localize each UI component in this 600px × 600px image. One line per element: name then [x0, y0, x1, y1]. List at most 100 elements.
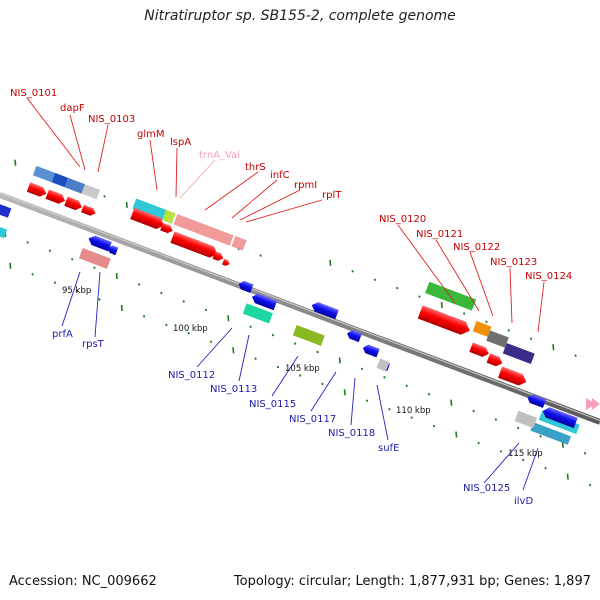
leader-lines — [26, 97, 545, 491]
tick-mark — [432, 424, 436, 428]
tick-mark — [76, 289, 79, 293]
gene-label-ilvd[interactable]: ilvD — [514, 496, 533, 507]
forward-genes — [26, 182, 600, 410]
tick-mark — [103, 195, 106, 198]
tick-mark — [405, 384, 408, 388]
gene-label-nis-0117[interactable]: NIS_0117 — [289, 414, 336, 425]
genome-backbone — [0, 192, 600, 425]
tick-mark — [396, 286, 399, 290]
gene-label-dapf[interactable]: dapF — [60, 103, 85, 114]
tick-mark — [294, 342, 297, 345]
tick-mark — [120, 304, 123, 312]
tick-mark — [271, 333, 275, 337]
tick-mark — [209, 340, 213, 343]
tick-mark — [254, 357, 257, 360]
tick-mark — [316, 350, 319, 354]
gene-label-prfa[interactable]: prfA — [52, 329, 73, 340]
gene-label-infc[interactable]: infC — [270, 170, 290, 181]
tick-mark — [48, 249, 52, 253]
tick-mark — [462, 312, 466, 315]
tick-mark — [472, 409, 475, 413]
tick-mark — [98, 298, 101, 301]
gene-label-sufe[interactable]: sufE — [378, 443, 399, 454]
tick-mark — [499, 450, 503, 453]
tick-mark — [137, 283, 141, 286]
tick-mark — [373, 278, 377, 281]
gene-label-nis-0123[interactable]: NIS_0123 — [490, 257, 537, 268]
tick-mark — [142, 315, 146, 318]
tick-mark — [187, 332, 190, 335]
tick-mark — [418, 295, 421, 298]
tick-mark — [588, 483, 592, 487]
tick-mark — [529, 337, 533, 341]
tick-mark — [351, 270, 354, 273]
gene-label-nis-0103[interactable]: NIS_0103 — [88, 114, 135, 125]
tick-mark — [360, 367, 364, 371]
tick-mark — [343, 389, 346, 396]
tick-mark — [338, 357, 341, 364]
gene-label-nis-0125[interactable]: NIS_0125 — [463, 483, 510, 494]
tick-mark — [517, 426, 520, 430]
tick-mark — [165, 323, 168, 327]
tick-mark — [321, 382, 324, 386]
gene-label-nis-0124[interactable]: NIS_0124 — [525, 271, 572, 282]
tick-mark — [31, 272, 34, 276]
gene-label-lspa[interactable]: lspA — [170, 137, 191, 148]
gene-label-rplt[interactable]: rplT — [322, 190, 342, 201]
tick-mark — [485, 320, 488, 324]
gene-label-nis-0118[interactable]: NIS_0118 — [328, 428, 375, 439]
scale-label-105: 105 kbp — [285, 364, 320, 374]
gene-label-nis-0120[interactable]: NIS_0120 — [379, 214, 426, 225]
top-gene-labels: NIS_0101 dapF NIS_0103 glmM lspA trnA_Va… — [10, 88, 572, 282]
gene-label-glmm[interactable]: glmM — [137, 129, 165, 140]
tick-mark — [455, 431, 458, 438]
tick-mark — [365, 399, 369, 403]
gene-label-nis-0113[interactable]: NIS_0113 — [210, 384, 257, 395]
gene-label-nis-0101[interactable]: NIS_0101 — [10, 88, 57, 99]
tick-mark — [522, 458, 525, 462]
tick-mark — [440, 301, 443, 309]
tick-mark — [544, 467, 547, 470]
gene-label-trna-val[interactable]: trnA_Val — [199, 150, 240, 161]
gene-label-rpst[interactable]: rpsT — [82, 339, 105, 350]
tick-mark — [566, 473, 569, 480]
gene-label-nis-0121[interactable]: NIS_0121 — [416, 229, 463, 240]
gene-label-nis-0122[interactable]: NIS_0122 — [453, 242, 500, 253]
gene-label-nis-0112[interactable]: NIS_0112 — [168, 370, 215, 381]
tick-mark — [427, 392, 431, 396]
tick-mark — [574, 354, 577, 357]
gene-label-rpmi[interactable]: rpmI — [294, 180, 317, 191]
scale-label-95: 95 kbp — [62, 286, 91, 296]
tick-mark — [182, 300, 185, 303]
tick-mark — [259, 254, 262, 257]
tick-mark — [115, 272, 118, 280]
tick-mark — [125, 201, 128, 208]
tick-mark — [14, 159, 17, 166]
tick-mark — [53, 281, 57, 284]
tick-mark — [539, 435, 542, 438]
tick-mark — [299, 374, 302, 377]
gene-label-nis-0115[interactable]: NIS_0115 — [249, 399, 296, 410]
tick-mark — [477, 441, 480, 445]
tick-mark — [383, 376, 386, 379]
tick-mark — [276, 365, 280, 369]
tick-mark — [232, 347, 235, 354]
tick-mark — [26, 241, 29, 244]
tick-mark — [71, 257, 74, 261]
scale-labels: 95 kbp 100 kbp 105 kbp 110 kbp 115 kbp — [62, 286, 543, 459]
tick-mark — [204, 308, 208, 312]
tick-mark — [249, 325, 252, 328]
tick-mark — [552, 344, 555, 351]
tick-mark — [410, 416, 413, 419]
tick-mark — [583, 451, 587, 455]
tick-mark — [329, 259, 332, 266]
tick-mark — [388, 407, 391, 411]
tick-mark — [93, 266, 96, 269]
scale-label-110: 110 kbp — [396, 406, 431, 416]
tick-mark — [160, 291, 163, 295]
scale-label-100: 100 kbp — [173, 324, 208, 334]
gene-label-thrs[interactable]: thrS — [245, 162, 266, 173]
tick-mark — [507, 329, 510, 332]
map-title: Nitratiruptor sp. SB155-2, complete geno… — [144, 8, 456, 24]
